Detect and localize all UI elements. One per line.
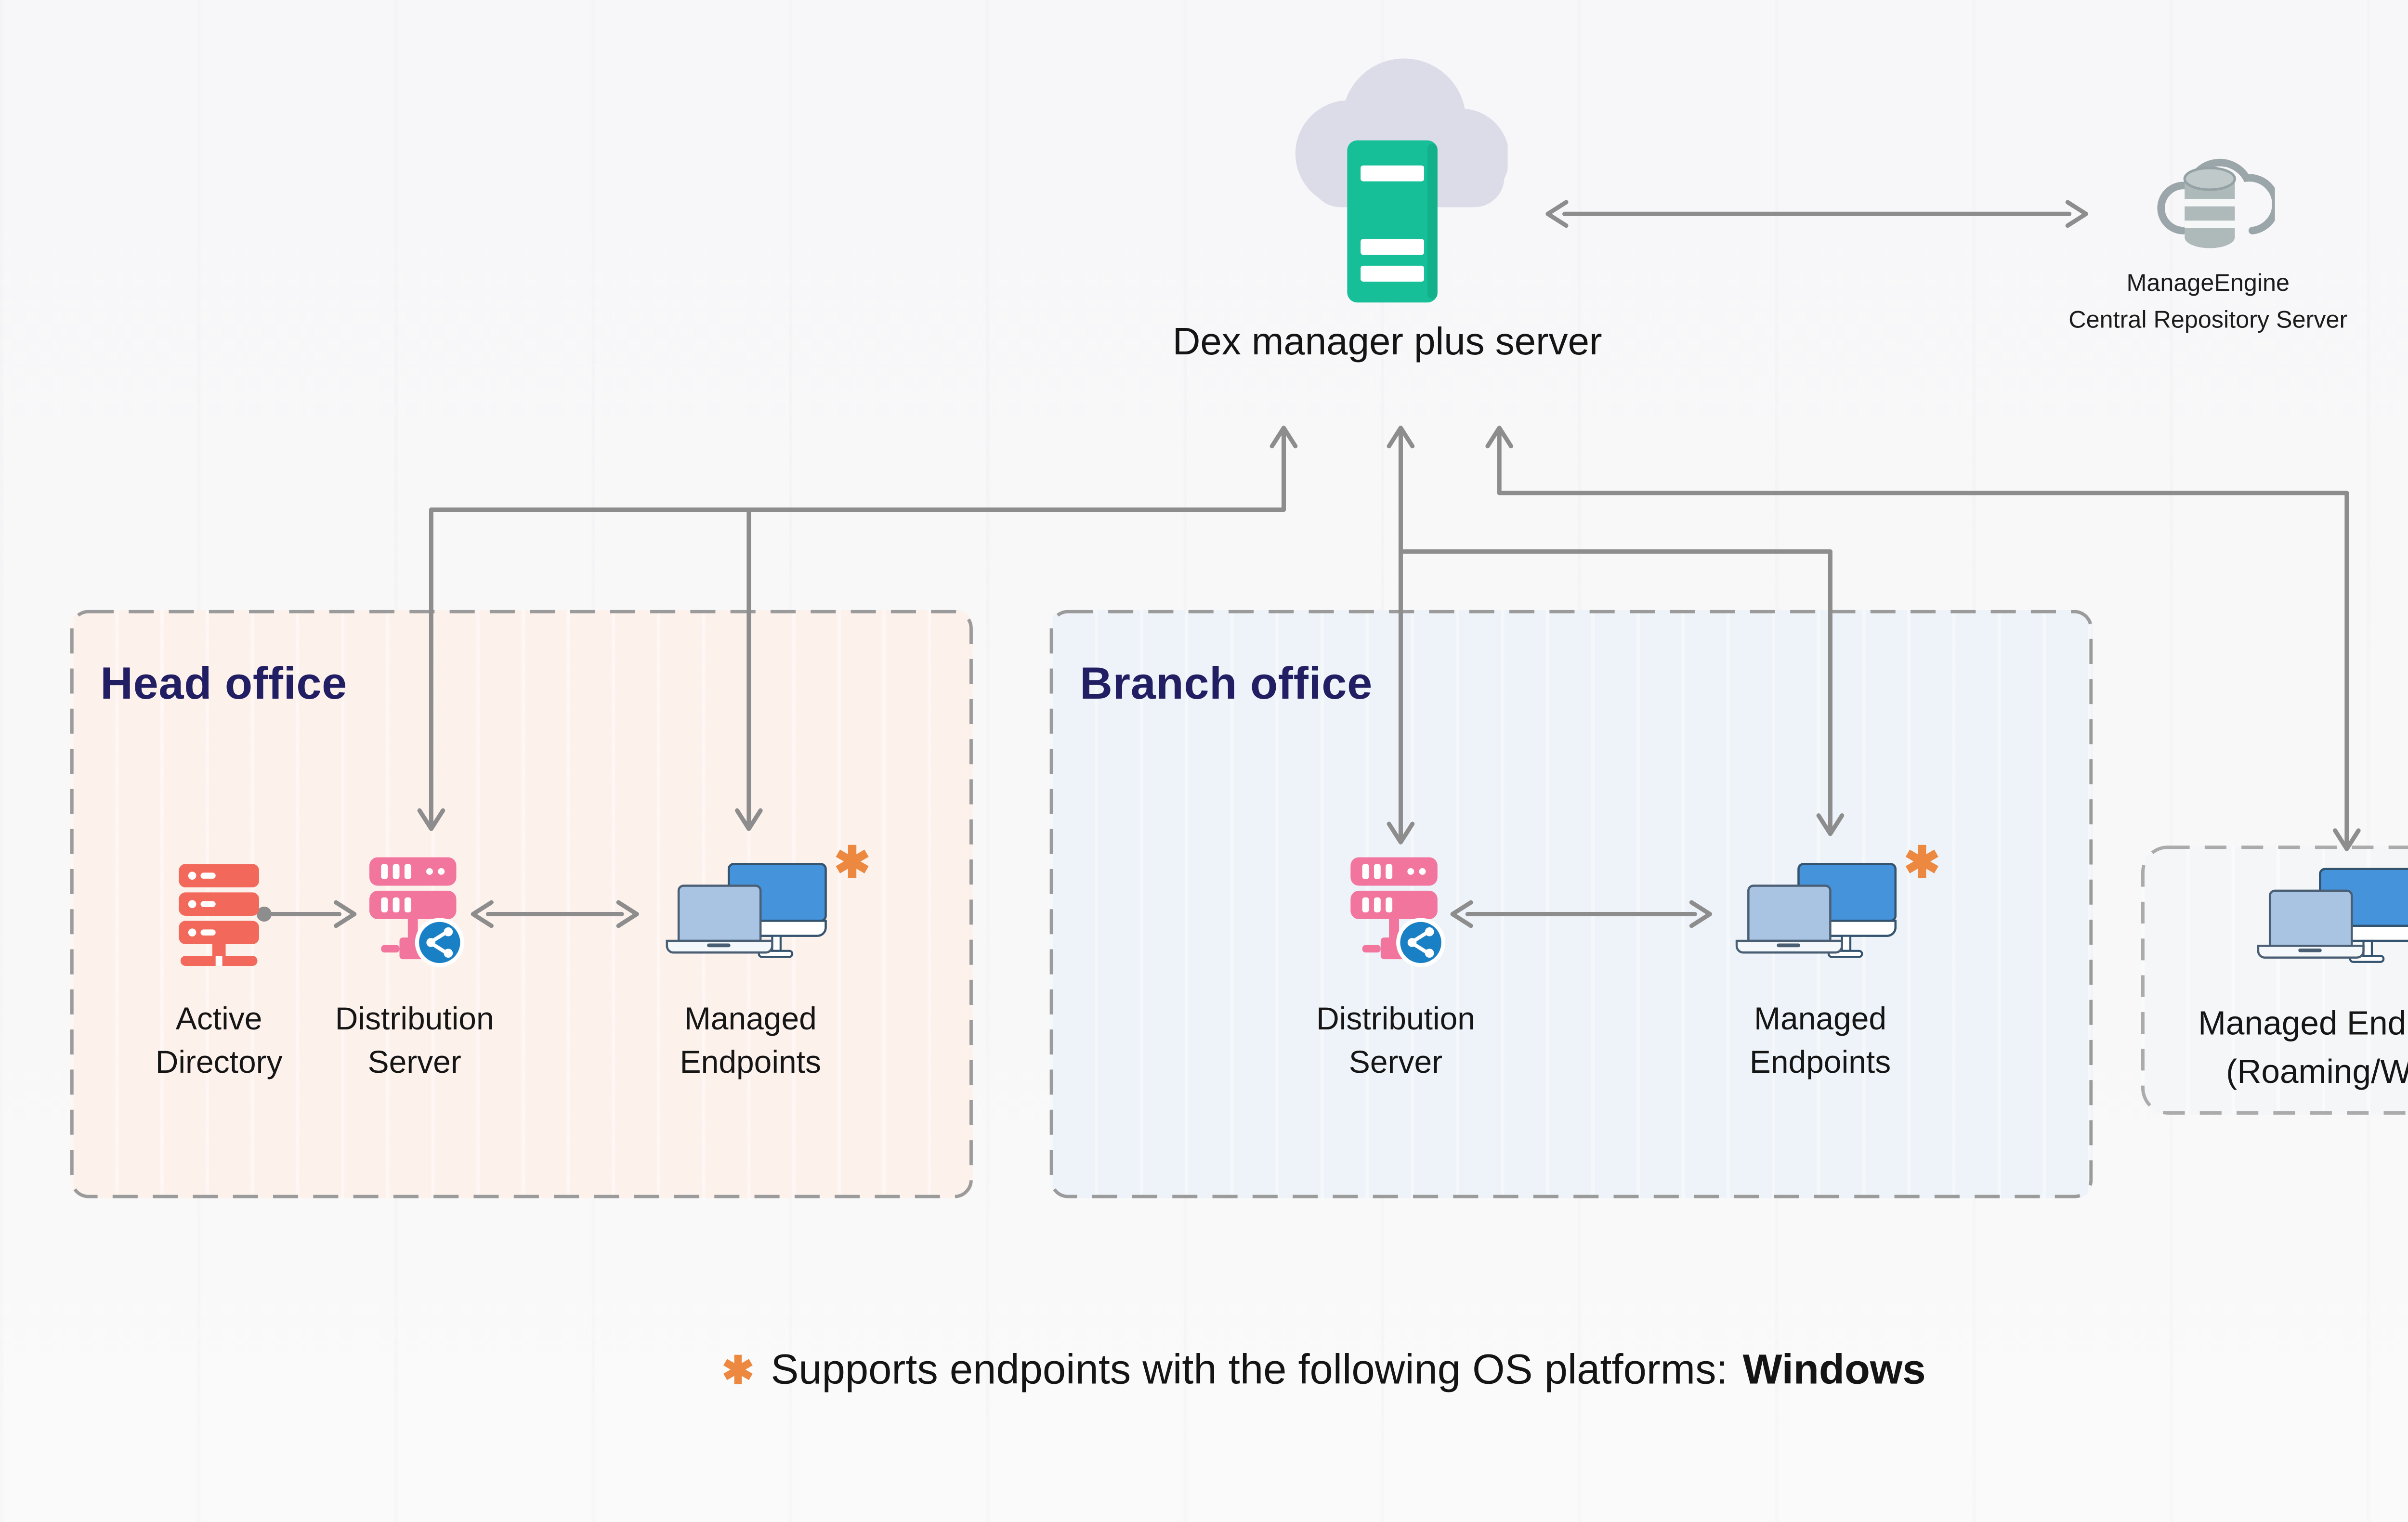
head-managed-endpoints-label: Managed Endpoints: [680, 999, 821, 1084]
active-directory-label-line2: Directory: [155, 1045, 283, 1080]
head-managed-endpoints-group: [665, 862, 832, 975]
branch-asterisk-icon: ✱: [1904, 837, 1940, 887]
footnote: ✱ Supports endpoints with the following O…: [722, 1347, 1926, 1395]
roaming-label-line1: Managed Endpoints: [2198, 1006, 2408, 1043]
managed-endpoints-icon: [2257, 868, 2408, 963]
laptop: [2257, 889, 2365, 959]
branch-distribution-server-label: Distribution Server: [1316, 999, 1475, 1084]
managed-endpoints-icon: [1735, 863, 1897, 958]
head-distribution-server-label: Distribution Server: [335, 999, 494, 1084]
head-distribution-server-group: [366, 857, 470, 986]
cloud-server-icon: [1295, 58, 1510, 303]
share-icon: [415, 918, 464, 967]
roaming-managed-endpoints-group: [2256, 867, 2408, 979]
head-asterisk-icon: ✱: [834, 837, 871, 887]
branch-managed-endpoints-group: [1735, 862, 1902, 975]
dex-server-label: Dex manager plus server: [1172, 319, 1602, 363]
repository-label-line1: ManageEngine: [2126, 271, 2290, 298]
branch-office-zone: [1049, 610, 2093, 1198]
head-office-title: Head office: [100, 658, 347, 709]
roaming-label-line2: (Roaming/WFH): [2226, 1054, 2408, 1092]
branch-office-border: [1049, 610, 2093, 1198]
server-tower: [1347, 140, 1438, 303]
active-directory-icon: [179, 864, 259, 966]
dex-server-group: [1274, 50, 1510, 312]
repository-cloud-icon: [2157, 158, 2280, 248]
database-cylinder: [2183, 167, 2236, 248]
branch-office-title: Branch office: [1080, 658, 1373, 709]
head-ds-label-line2: Server: [367, 1045, 461, 1080]
head-me-label-line1: Managed: [684, 1002, 817, 1038]
active-directory-group: [174, 864, 264, 976]
roaming-endpoints-border: [2141, 846, 2408, 1115]
distribution-server-icon: [369, 857, 464, 967]
managed-endpoints-icon: [666, 863, 827, 958]
share-icon: [1396, 918, 1446, 967]
laptop: [666, 885, 773, 954]
footnote-text: Supports endpoints with the following OS…: [771, 1347, 1728, 1394]
branch-ds-label-line2: Server: [1348, 1045, 1443, 1080]
head-ds-label-line1: Distribution: [335, 1002, 494, 1038]
branch-me-label-line1: Managed: [1754, 1002, 1887, 1038]
branch-me-label-line2: Endpoints: [1749, 1045, 1891, 1080]
footnote-asterisk-icon: ✱: [721, 1348, 754, 1392]
roaming-managed-endpoints-label: Managed Endpoints (Roaming/WFH): [2198, 1001, 2408, 1098]
laptop: [1735, 885, 1843, 954]
branch-ds-label-line1: Distribution: [1316, 1002, 1475, 1038]
head-me-label-line2: Endpoints: [680, 1045, 822, 1080]
head-office-border: [70, 610, 973, 1198]
repository-group: [2145, 134, 2280, 266]
distribution-server-icon: [1350, 857, 1446, 967]
active-directory-label-line1: Active: [175, 1002, 262, 1038]
footnote-bold-text: Windows: [1742, 1347, 1926, 1394]
active-directory-label: Active Directory: [156, 999, 283, 1084]
branch-distribution-server-group: [1347, 857, 1451, 986]
repository-label-line2: Central Repository Server: [2068, 307, 2348, 335]
repository-label: ManageEngine Central Repository Server: [2068, 266, 2347, 339]
branch-managed-endpoints-label: Managed Endpoints: [1750, 999, 1891, 1084]
